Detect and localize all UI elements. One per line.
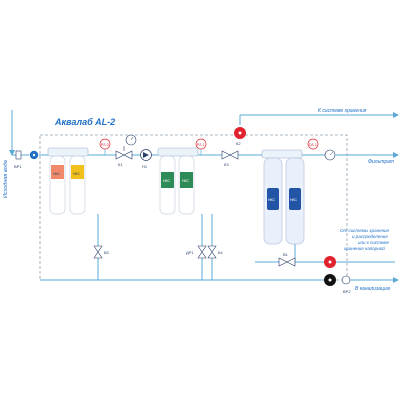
k3-valve[interactable] — [221, 150, 231, 160]
membrane-1-window — [267, 188, 279, 210]
k4-valve-b — [207, 251, 217, 259]
main-filter-2-label: НКС — [182, 179, 190, 183]
lower-red-gauge-dot — [328, 260, 332, 264]
vp1-label: ВР1 — [14, 164, 22, 169]
main-filter-2-band — [180, 172, 193, 188]
main-filter-1-band — [161, 172, 174, 188]
main-filter-1-label: НКС — [163, 179, 171, 183]
pump-h1-label: Н1 — [142, 164, 148, 169]
to-storage-arrow — [393, 112, 399, 118]
inlet-arrow — [9, 150, 15, 156]
prefilter-1-label: НКС — [53, 172, 61, 176]
prefilter-2-band — [71, 165, 84, 179]
k4-label: К4 — [218, 250, 223, 255]
k2-red-gauge-dot — [238, 131, 242, 135]
main-filter-group: НКС НКС — [157, 147, 199, 215]
prefilter-group: НКС НКС — [47, 147, 89, 215]
filtrate-arrow — [393, 152, 399, 158]
k3-label: К3 — [224, 162, 229, 167]
dr1-valve[interactable] — [197, 245, 207, 253]
dr1-valve-b — [197, 251, 207, 259]
v2-valve-b — [93, 251, 103, 259]
to-drain-label: В канализацию — [355, 286, 391, 292]
prefilter-1-body[interactable] — [49, 155, 66, 215]
k3-valve-b — [229, 150, 239, 160]
from-storage-label-3: или к системе — [358, 240, 389, 245]
source-water-label: Исходная вода — [3, 160, 9, 198]
from-storage-label-4: хранения напорной — [343, 245, 385, 251]
flowmeter-needle — [329, 151, 334, 156]
v2-label: В2 — [104, 250, 110, 255]
vp1-valve[interactable] — [15, 150, 22, 160]
k1-valve-b — [123, 150, 133, 160]
from-storage-label-1: От системы хранения — [340, 228, 390, 233]
prefilter-2-body[interactable] — [69, 155, 86, 215]
b1-valve-b — [286, 257, 296, 267]
inlet-gauge-dot — [32, 153, 36, 157]
to-storage-label: К системе хранения — [318, 108, 367, 114]
membrane-2-window — [289, 188, 301, 210]
main-filter-manifold — [157, 147, 199, 157]
drain-arrow — [393, 277, 399, 283]
k2-label: К2 — [236, 141, 241, 146]
pump-h1-arrow — [143, 152, 149, 158]
prefilter-2-label: НКС — [73, 172, 81, 176]
k1-valve[interactable] — [115, 150, 125, 160]
prefilter-manifold — [47, 147, 89, 157]
k1-gauge-needle — [130, 136, 134, 141]
drain-black-gauge-dot — [328, 278, 332, 282]
v2-valve[interactable] — [93, 245, 103, 253]
from-storage-label-2: и распределения — [352, 234, 388, 239]
vp2-valve[interactable] — [341, 275, 351, 285]
vp2-label: ВР2 — [343, 289, 351, 294]
dr1-label: ДР1 — [186, 250, 194, 255]
system-title: Аквалаб AL-2 — [54, 117, 115, 127]
membrane-group: НКС НКС — [261, 149, 305, 245]
ps1-label: PS 1 — [197, 143, 205, 147]
b1-label: В1 — [283, 252, 289, 257]
k1-label: К1 — [118, 162, 123, 167]
ds1-sensor — [307, 138, 319, 150]
prefilter-1-band — [51, 165, 64, 179]
membrane-1-label: НКС — [268, 198, 276, 202]
membrane-2-label: НКС — [290, 198, 298, 202]
ds1-label: DS 1 — [309, 143, 317, 147]
membrane-manifold — [261, 149, 303, 159]
b1-valve[interactable] — [278, 257, 288, 267]
filtrate-label: Фильтрат — [368, 159, 394, 165]
ps0-label: PS 0 — [101, 143, 109, 147]
k4-valve[interactable] — [207, 245, 217, 253]
